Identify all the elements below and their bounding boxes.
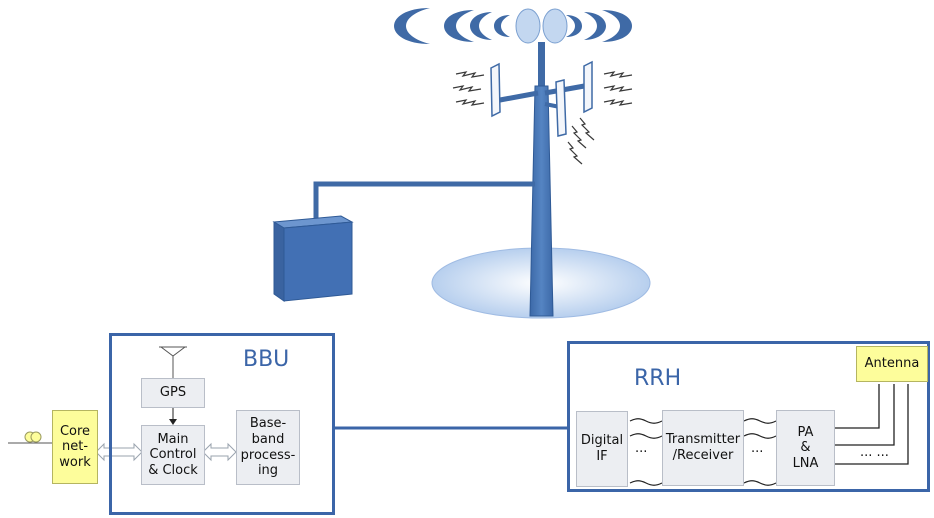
main-control-block: Main Control & Clock — [141, 425, 205, 485]
rrh-frame — [567, 341, 930, 492]
rf-signal-lines — [629, 418, 777, 486]
digital-if-label: Digital IF — [580, 433, 624, 464]
pa-lna-label: PA & LNA — [792, 424, 819, 471]
pa-lna-block: PA & LNA — [776, 410, 835, 486]
gps-block: GPS — [141, 378, 205, 408]
core-network-label: Core net- work — [59, 423, 91, 470]
double-arrow-icon — [95, 442, 237, 462]
cell-tower-icon — [499, 42, 591, 317]
tower-cable — [313, 181, 535, 218]
core-network-block: Core net- work — [52, 410, 98, 484]
signal-zigzag-icon — [452, 71, 633, 165]
antenna-label: Antenna — [864, 356, 920, 372]
transceiver-label: Transmitter /Receiver — [665, 432, 741, 463]
ellipsis-trx-pa: ... — [751, 441, 764, 456]
radio-wave-icon — [394, 8, 632, 44]
digital-if-block: Digital IF — [576, 411, 628, 487]
rrh-title: RRH — [634, 366, 682, 391]
main-control-label: Main Control & Clock — [148, 431, 198, 478]
ellipsis-pa-antenna: ... ... — [860, 445, 889, 460]
antenna-block: Antenna — [856, 346, 928, 382]
bbu-frame — [109, 333, 335, 515]
cabinet-icon — [272, 215, 354, 302]
fiber-coil-icon — [8, 431, 52, 444]
antenna-dome-icon — [542, 8, 568, 44]
baseband-label: Base- band process- ing — [240, 416, 296, 479]
baseband-block: Base- band process- ing — [236, 410, 300, 485]
antenna-dome-icon — [515, 8, 541, 44]
transceiver-block: Transmitter /Receiver — [662, 410, 744, 486]
bbu-title: BBU — [243, 347, 290, 372]
antenna-panel-icon — [490, 60, 593, 137]
antenna-feed-lines — [835, 384, 909, 465]
gps-label: GPS — [159, 385, 187, 401]
gps-antenna-icon — [159, 346, 187, 378]
ellipsis-dif-trx: ... — [635, 441, 648, 456]
